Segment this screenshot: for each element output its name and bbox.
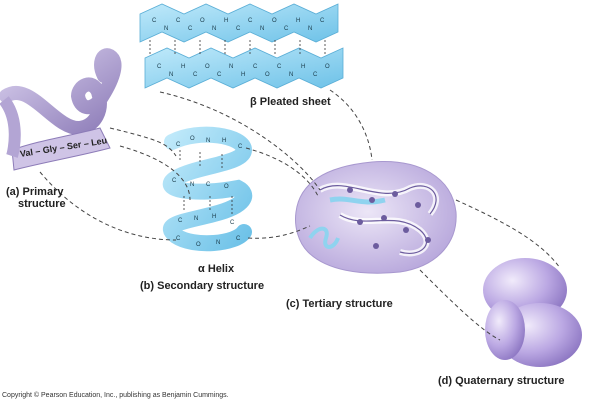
quaternary-structure bbox=[483, 258, 582, 367]
svg-text:N: N bbox=[212, 26, 216, 32]
svg-text:N: N bbox=[308, 26, 312, 32]
svg-text:N: N bbox=[194, 216, 198, 222]
pleated-sheet: C N C C O N H C C N O C H N C C N H C O C N H C O C N H C O bbox=[139, 3, 344, 89]
svg-text:N: N bbox=[164, 26, 168, 32]
copyright-text: Copyright © Pearson Education, Inc., pub… bbox=[2, 392, 229, 399]
svg-text:O: O bbox=[190, 136, 195, 142]
svg-text:C: C bbox=[253, 64, 258, 70]
tertiary-structure-label: (c) Tertiary structure bbox=[286, 298, 393, 310]
svg-text:C: C bbox=[176, 18, 181, 24]
svg-text:O: O bbox=[272, 18, 277, 24]
primary-ribbon bbox=[0, 48, 122, 171]
svg-text:O: O bbox=[325, 64, 330, 70]
svg-text:O: O bbox=[205, 64, 210, 70]
svg-text:C: C bbox=[176, 236, 181, 242]
svg-text:C: C bbox=[188, 26, 193, 32]
svg-text:H: H bbox=[296, 18, 300, 24]
svg-text:C: C bbox=[236, 26, 241, 32]
svg-text:N: N bbox=[229, 64, 233, 70]
primary-structure-label: (a) Primary structure bbox=[6, 186, 66, 210]
svg-text:N: N bbox=[169, 72, 173, 78]
connector-lines bbox=[39, 89, 561, 341]
alpha-helix: C O N H C C N C O C N H C C O N C bbox=[162, 126, 253, 252]
svg-text:C: C bbox=[238, 144, 243, 150]
svg-text:C: C bbox=[230, 220, 235, 226]
svg-text:H: H bbox=[301, 64, 305, 70]
svg-text:C: C bbox=[178, 218, 183, 224]
svg-text:C: C bbox=[284, 26, 289, 32]
pleated-sheet-label: β Pleated sheet bbox=[250, 96, 331, 108]
svg-text:C: C bbox=[172, 178, 177, 184]
svg-text:C: C bbox=[313, 72, 318, 78]
svg-text:N: N bbox=[216, 240, 220, 246]
svg-text:C: C bbox=[176, 142, 181, 148]
svg-text:O: O bbox=[200, 18, 205, 24]
svg-text:C: C bbox=[193, 72, 198, 78]
primary-structure-label-line1: (a) Primary bbox=[6, 186, 64, 198]
svg-text:N: N bbox=[190, 182, 194, 188]
svg-text:C: C bbox=[236, 236, 241, 242]
svg-text:C: C bbox=[277, 64, 282, 70]
svg-text:O: O bbox=[196, 242, 201, 248]
quaternary-structure-label: (d) Quaternary structure bbox=[438, 375, 565, 387]
svg-text:H: H bbox=[241, 72, 245, 78]
svg-text:N: N bbox=[289, 72, 293, 78]
svg-text:C: C bbox=[206, 182, 211, 188]
svg-text:H: H bbox=[181, 64, 185, 70]
secondary-structure-label: (b) Secondary structure bbox=[140, 280, 265, 292]
svg-text:N: N bbox=[260, 26, 264, 32]
svg-text:C: C bbox=[152, 18, 157, 24]
svg-text:C: C bbox=[320, 18, 325, 24]
alpha-helix-label: α Helix bbox=[198, 263, 235, 275]
svg-text:H: H bbox=[222, 138, 226, 144]
svg-text:C: C bbox=[157, 64, 162, 70]
tertiary-blob bbox=[295, 160, 457, 274]
svg-text:C: C bbox=[248, 18, 253, 24]
svg-text:O: O bbox=[224, 184, 229, 190]
primary-structure-label-line2: structure bbox=[18, 198, 66, 210]
svg-text:N: N bbox=[206, 138, 210, 144]
svg-text:C: C bbox=[217, 72, 222, 78]
svg-text:O: O bbox=[265, 72, 270, 78]
svg-text:H: H bbox=[224, 18, 228, 24]
svg-text:H: H bbox=[212, 214, 216, 220]
